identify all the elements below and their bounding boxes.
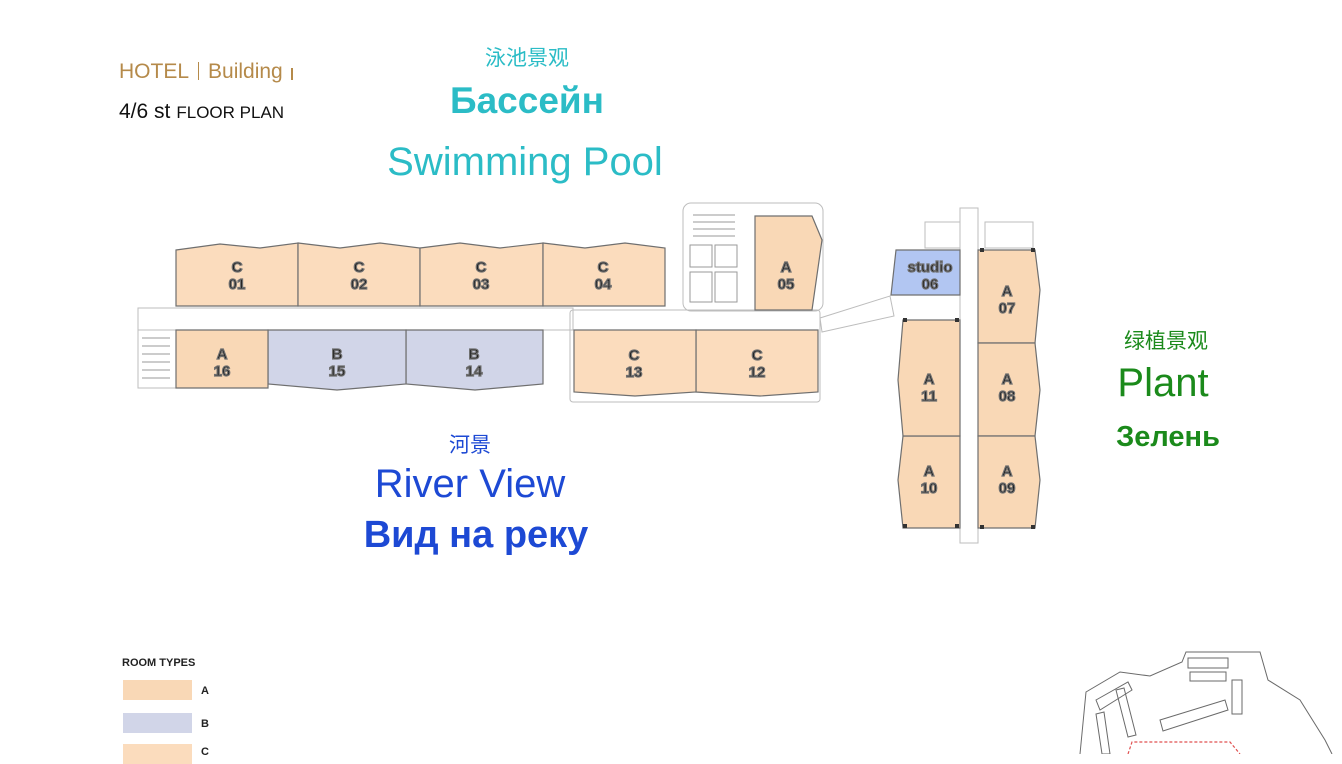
unit-12[interactable]: C 12 [695,329,819,397]
hotel-label: HOTEL [119,60,190,83]
unit-04[interactable]: C 04 [542,242,666,307]
legend-label-c: C [201,746,209,758]
unit-number-label: 07 [999,300,1016,317]
unit-08[interactable]: A 08 [977,342,1041,437]
plant-view-cn: 绿植景观 [1124,329,1208,353]
floor-number: 4/6 st [119,100,171,123]
floor-plan-label: FLOOR PLAN [176,103,285,122]
east-corridor [959,207,979,544]
unit-07[interactable]: A 07 [977,249,1041,344]
legend-label-b: B [201,718,209,730]
unit-type-label: C [752,347,763,364]
unit-type-label: C [476,259,487,276]
unit-type-label: C [598,259,609,276]
building-label: Building [208,60,283,83]
legend-label-a: A [201,685,209,697]
legend-swatch-b [123,713,192,733]
core-outline [682,202,824,312]
river-view-cn: 河景 [449,433,491,457]
plant-view-en: Plant [1117,361,1209,405]
unit-type-label: A [1002,371,1013,388]
plant-view-ru: Зелень [1116,421,1220,453]
unit-number-label: 06 [922,276,939,293]
river-view-ru: Вид на реку [363,514,589,556]
title-tick-mark [290,68,293,80]
floor-title: 4/6 st FLOOR PLAN [119,100,284,124]
unit-type-label: studio [908,259,953,276]
unit-number-label: 14 [466,363,483,380]
unit-15[interactable]: B 15 [267,329,407,391]
unit-number-label: 05 [778,276,795,293]
unit-type-label: A [1002,283,1013,300]
unit-number-label: 11 [921,388,937,405]
unit-number-label: 03 [473,276,490,293]
unit-number-label: 13 [626,364,643,381]
title-separator [198,62,200,80]
unit-number-label: 12 [749,364,766,381]
site-boundary [1127,741,1241,754]
east-stair-b [984,221,1034,249]
legend-swatch-a [123,680,192,700]
unit-02[interactable]: C 02 [297,242,421,307]
unit-06[interactable]: studio 06 [890,249,961,296]
unit-number-label: 16 [214,363,231,380]
unit-14[interactable]: B 14 [405,329,544,391]
unit-number-label: 01 [229,276,246,293]
core-rooms [689,244,738,303]
unit-13[interactable]: C 13 [573,329,697,397]
unit-type-label: C [354,259,365,276]
west-stair [137,329,177,389]
pool-view-en: Swimming Pool [387,140,663,184]
unit-type-label: B [469,346,480,363]
unit-10[interactable]: A 10 [897,435,961,529]
unit-01[interactable]: C 01 [175,242,299,307]
bridge-corridor [819,295,895,333]
pool-view-ru: Бассейн [450,80,604,121]
unit-type-label: A [924,463,935,480]
west-corridor [137,307,574,331]
unit-number-label: 10 [921,480,938,497]
stair-hatching [142,214,735,379]
pool-view-cn: 泳池景观 [485,46,569,70]
unit-09[interactable]: A 09 [977,435,1041,529]
unit-number-label: 15 [329,363,346,380]
unit-type-label: A [781,259,792,276]
unit-11[interactable]: A 11 [897,319,961,437]
legend-title: ROOM TYPES [122,657,196,669]
east-stair-a [924,221,961,249]
unit-05[interactable]: A 05 [754,215,823,311]
unit-16[interactable]: A 16 [175,329,269,389]
south-wing-outline [569,309,821,403]
unit-number-label: 09 [999,480,1016,497]
unit-number-label: 02 [351,276,368,293]
column-marks [903,248,1035,529]
hotel-building-title: HOTEL Building [119,60,293,84]
unit-number-label: 04 [595,276,612,293]
unit-type-label: C [232,259,243,276]
river-view-en: River View [374,462,566,506]
unit-number-label: 08 [999,388,1016,405]
site-key-plan [1079,651,1333,754]
unit-type-label: A [924,371,935,388]
legend-swatch-c [123,744,192,764]
unit-03[interactable]: C 03 [419,242,544,307]
unit-type-label: A [1002,463,1013,480]
unit-type-label: A [217,346,228,363]
unit-type-label: B [332,346,343,363]
unit-type-label: C [629,347,640,364]
